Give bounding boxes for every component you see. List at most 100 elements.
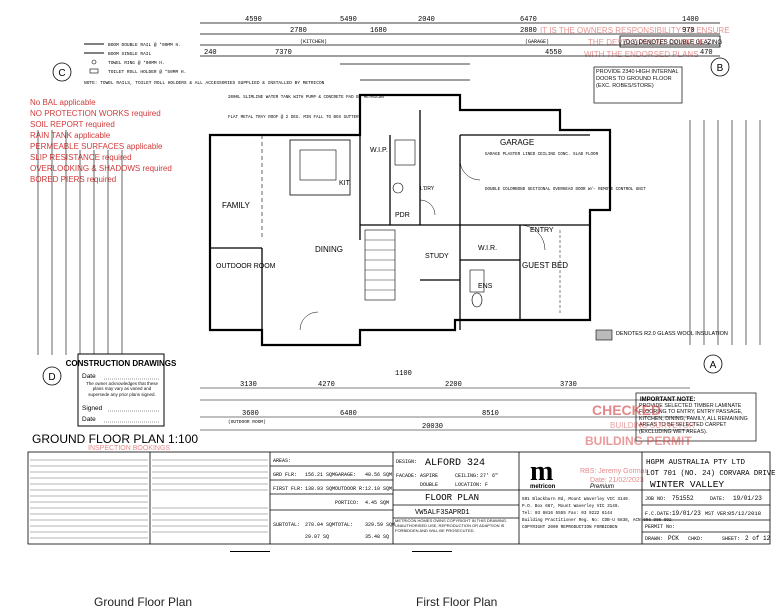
plan-annotations: GARAGE PLASTER LINED CEILING CONC. SLAB …	[228, 96, 646, 192]
dim-label: 20030	[422, 423, 443, 431]
dim-label: 4270	[318, 381, 335, 389]
floor-plan-drawing: No BAL applicable NO PROTECTION WORKS re…	[27, 16, 775, 545]
areas-table: AREAS: GRD FLR: 156.21 SQM GARAGE: 40.56…	[273, 458, 395, 540]
brand-copyright: COPYRIGHT 2009 REPRODUCTION FORBIDDEN	[522, 525, 618, 530]
area-value: 12.10 SQM	[365, 486, 392, 492]
inspection-booking: INSPECTION BOOKINGS	[88, 445, 170, 452]
area-label: SUBTOTAL:	[273, 522, 300, 528]
facade-label: FACADE:	[396, 473, 417, 479]
marker-c-icon	[52, 62, 72, 82]
insulation-legend: DENOTES R2.0 GLASS WOOL INSULATION	[595, 329, 728, 341]
marker-b-icon	[710, 57, 730, 77]
fc-date-label: F.C.DATE:	[645, 511, 672, 517]
ceiling-label: CEILING:	[455, 473, 479, 479]
client-lot: LOT 701 (NO. 24) CORVARA DRIVE	[646, 470, 775, 478]
dim-label: 3730	[560, 381, 577, 389]
title-block-frame	[27, 451, 771, 545]
legend-line: TOWEL RING @ *00MM H.	[108, 60, 165, 66]
area-value: 29.07 SQ	[305, 534, 329, 540]
tank-note: 2000L SLIMLINE WATER TANK WITH PUMP & CO…	[228, 96, 384, 100]
grid-marker-labels: C B D A	[48, 63, 723, 383]
area-label: FIRST FLR:	[273, 486, 303, 492]
room-ens-label: ENS	[478, 283, 493, 290]
mst-label: MST VER:	[705, 511, 729, 517]
watermark-line: No BAL applicable	[30, 98, 96, 107]
room-laundry-label: L'DRY	[420, 186, 435, 192]
metricon-logo: m	[530, 456, 553, 487]
top-dimensions	[200, 22, 720, 81]
area-value: 35.48 SQ	[365, 534, 389, 540]
permit-stamp: CHECKED BUILDING SURVEYOR BUILDING PERMI…	[580, 402, 695, 484]
general-notes	[30, 459, 268, 539]
watermark-line: RAIN TANK applicable	[30, 131, 111, 140]
dim-label: 4590	[245, 16, 262, 24]
dim-label: 5490	[340, 16, 357, 24]
design-value: ALFORD 324	[425, 458, 485, 469]
client-estate: WINTER VALLEY	[650, 479, 724, 490]
marker-a-icon	[703, 354, 723, 374]
watermark-line: SLIP RESISTANCE required	[30, 153, 132, 162]
brand-address: P.O. Box 667, Mount Waverley VIC 3149.	[522, 504, 620, 509]
important-note-title: IMPORTANT NOTE:	[640, 397, 696, 403]
design-label: DESIGN:	[396, 459, 417, 465]
brand-address: 501 Blackburn Rd, Mount Waverley VIC 314…	[522, 497, 630, 502]
brand-name: metricon	[530, 484, 556, 490]
watermark-line: NO PROTECTION WORKS required	[30, 109, 161, 118]
dim-label: 3130	[240, 381, 257, 389]
watermark-line: WITH THE ENDORSED PLANS	[584, 50, 699, 59]
stamp-checked: CHECKED	[592, 402, 661, 418]
watermark-line: OVERLOOKING & SHADOWS required	[30, 164, 172, 173]
dim-label: 6470	[520, 16, 537, 24]
areas-header: AREAS:	[273, 458, 291, 464]
ceiling-value: 27' 6"	[480, 473, 498, 479]
brand-builder: Building Practitioner Reg. No: CDB-U 683…	[522, 518, 672, 523]
marker-label: A	[710, 360, 717, 371]
location-label: LOCATION:	[455, 482, 482, 488]
date-value: 19/01/23	[733, 495, 762, 502]
job-number: 751552	[672, 495, 694, 502]
captions: Ground Floor Plan First Floor Plan	[0, 595, 782, 613]
area-label: PORTICO:	[335, 500, 359, 506]
watermark-line: IT IS THE OWNERS RESPONSIBILITY TO ENSUR…	[540, 26, 730, 35]
dim-label: 240	[204, 49, 217, 57]
chkd-label: CHKD:	[688, 536, 703, 542]
design-info: DESIGN: ALFORD 324 FACADE: ASPIRE CEILIN…	[395, 458, 508, 533]
dim-label: 2040	[418, 16, 435, 24]
stamp-title: CONSTRUCTION DRAWINGS	[66, 359, 177, 368]
insulation-text: DENOTES R2.0 GLASS WOOL INSULATION	[616, 331, 728, 337]
room-wip-label: W.I.P.	[370, 147, 388, 154]
grid-markers	[42, 57, 730, 386]
dim-label: (GARAGE)	[525, 39, 549, 45]
dim-label: 1400	[682, 16, 699, 24]
first-floor-caption: First Floor Plan	[416, 595, 498, 609]
room-wir-label: W.I.R.	[478, 245, 497, 252]
ground-floor-caption: Ground Floor Plan	[94, 595, 193, 609]
sheet-value: 2 of 12	[745, 535, 771, 542]
stamp-body: The owner acknowledges that these plans …	[85, 381, 159, 397]
stamp-date: Date: 21/02/2023	[590, 477, 644, 484]
dim-label: 970	[682, 27, 695, 35]
glazing-note-box: (DG) DENOTES DOUBLE GLAZING	[619, 35, 722, 48]
area-label: GRD FLR:	[273, 472, 297, 478]
area-value: 329.59 SQM	[365, 522, 395, 528]
store-note-text: PROVIDE 2340 HIGH INTERNAL DOORS TO GROU…	[596, 69, 679, 89]
area-value: 4.45 SQM	[365, 500, 389, 506]
watermark-notes: No BAL applicable NO PROTECTION WORKS re…	[30, 98, 172, 184]
design-copyright: METRICON HOMES OWNS COPYRIGHT IN THIS DR…	[395, 519, 508, 533]
dim-label: 8510	[482, 410, 499, 418]
marker-label: B	[717, 63, 724, 74]
legend-note: NOTE: TOWEL RAILS, TOILET ROLL HOLDERS &…	[84, 80, 325, 86]
stamp-signed-label: Signed	[82, 405, 103, 412]
construction-stamp: CONSTRUCTION DRAWINGS Date The owner ack…	[66, 353, 177, 427]
garage-note: GARAGE PLASTER LINED CEILING CONC. SLAB …	[485, 153, 599, 157]
legend-line: BOOM SINGLE RAIL	[108, 51, 152, 57]
date-label: DATE:	[710, 496, 725, 502]
room-garage-label: GARAGE	[500, 138, 534, 147]
right-dimensions	[689, 120, 761, 345]
drawn-label: DRAWN:	[645, 536, 663, 542]
legend-line: BOOM DOUBLE RAIL @ *00MM H.	[108, 42, 181, 48]
room-labels: FAMILY DINING KIT. W.I.P. PDR GARAGE ENT…	[216, 138, 568, 290]
room-entry-label: ENTRY	[530, 227, 554, 234]
dim-label: 4550	[545, 49, 562, 57]
important-note-text: PROVIDE SELECTED TIMBER LAMINATE FLOORIN…	[639, 403, 748, 435]
